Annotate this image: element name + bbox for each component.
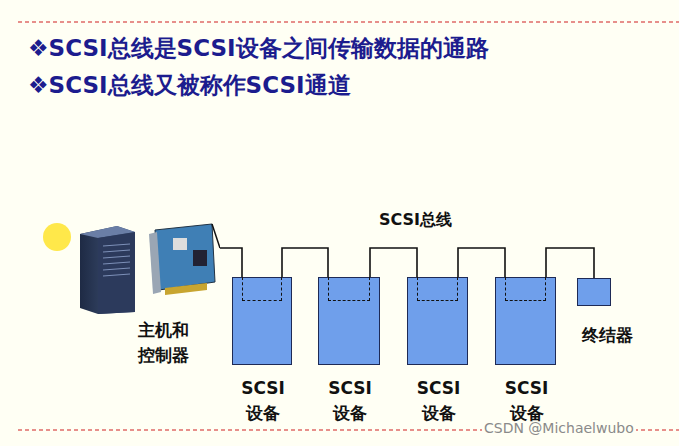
node-label: 终结器 — [577, 323, 637, 348]
host-illustration — [75, 220, 220, 315]
node-label: SCSI 设备 — [501, 376, 553, 425]
scsi-device: SCSI 设备 — [407, 277, 468, 365]
bus-wire — [220, 248, 242, 277]
bus-loop — [505, 277, 546, 301]
node-label: SCSI 设备 — [237, 376, 289, 425]
bus-wire — [370, 248, 417, 277]
rule-line — [18, 21, 679, 22]
node-label: SCSI 设备 — [324, 376, 376, 425]
host-controller: 主机和 控制器 — [75, 220, 220, 315]
scsi-device: SCSI 设备 — [232, 277, 292, 365]
bus-label: SCSI总线 — [379, 210, 452, 231]
scsi-device: SCSI 设备 — [495, 277, 556, 365]
node-label: SCSI 设备 — [413, 376, 465, 425]
bus-loop — [328, 277, 370, 301]
node-label: 主机和 控制器 — [135, 318, 191, 367]
watermark: CSDN @Michaelwubo — [482, 420, 636, 436]
bus-wire — [282, 248, 328, 277]
scsi-device: SCSI 设备 — [318, 277, 380, 365]
bus-loop — [242, 277, 282, 301]
cursor-dot — [43, 223, 71, 251]
title: ❖SCSI总线是SCSI设备之间传输数据的通路 — [28, 33, 489, 64]
bus-wire — [546, 248, 594, 278]
subtitle: ❖SCSI总线又被称作SCSI通道 — [28, 70, 351, 101]
bus-loop — [417, 277, 458, 301]
bus-wire — [458, 248, 505, 277]
terminator: 终结器 — [577, 278, 611, 306]
